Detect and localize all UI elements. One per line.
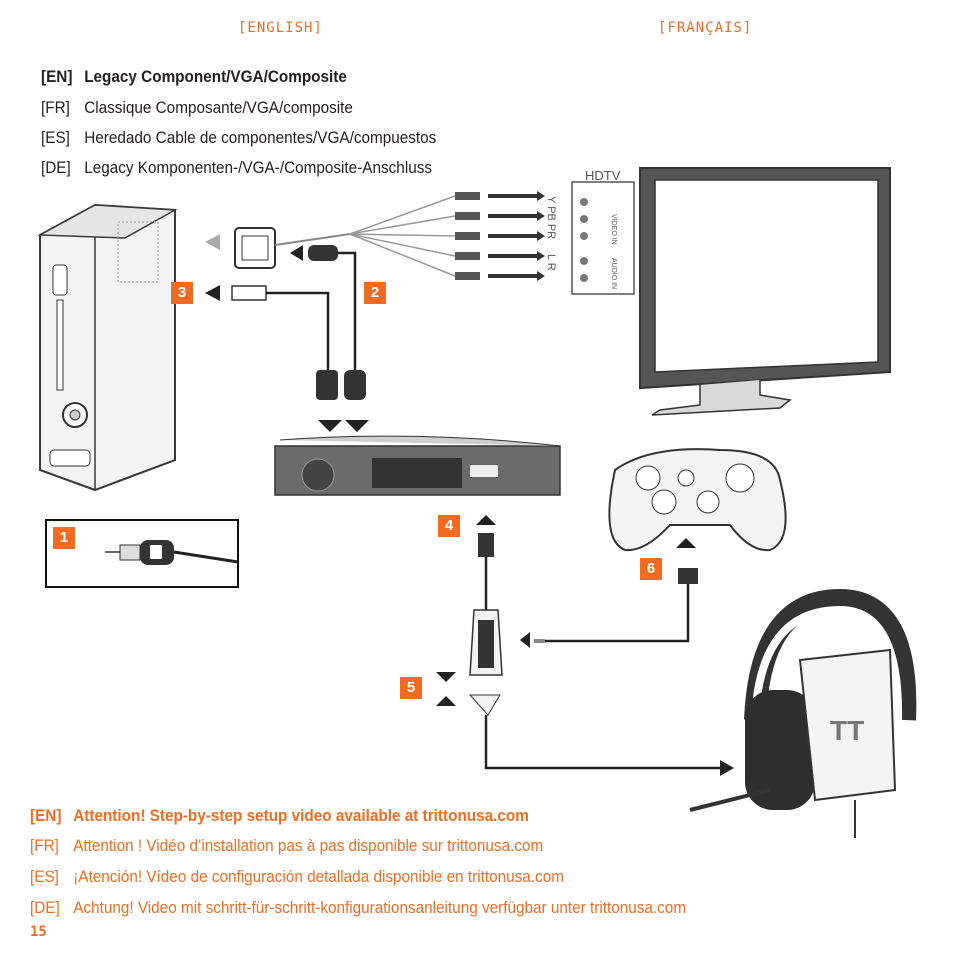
title-line-en: [EN]Legacy Component/VGA/Composite [41, 67, 347, 86]
left-arrow-icon [520, 632, 530, 648]
attention-line-de: [DE]Achtung! Video mit schritt-für-schri… [30, 898, 687, 917]
step-badge-1: 1 [53, 527, 75, 549]
component-cable [205, 191, 545, 281]
header-francais: [FRANÇAIS] [658, 20, 753, 36]
tritton-logo: TT [830, 715, 864, 746]
title-line-de: [DE]Legacy Komponenten-/VGA-/Composite-A… [41, 158, 433, 177]
step-badge-4: 4 [438, 515, 460, 537]
usb-cable [205, 285, 338, 400]
title-line-fr: [FR]Classique Composante/VGA/composite [41, 98, 353, 117]
inline-adapter-illustration [468, 533, 734, 776]
hdtv-label: HDTV [585, 168, 621, 183]
optical-cable [290, 245, 366, 400]
xbox-console-illustration [37, 203, 178, 492]
mixamp-illustration [274, 435, 561, 496]
step-badge-5: 5 [400, 677, 422, 699]
lr-label: L R [545, 254, 557, 271]
audio-in-label: AUDIO IN [610, 258, 617, 289]
step-badge-3: 3 [171, 282, 193, 304]
page-number: 15 [30, 924, 47, 940]
header-english: [ENGLISH] [238, 20, 323, 36]
up-arrow-4-icon [476, 515, 496, 525]
up-arrow-5-icon [436, 696, 456, 706]
controller-illustration [608, 448, 787, 552]
hdtv-illustration [571, 167, 891, 416]
title-line-es: [ES]Heredado Cable de componentes/VGA/co… [41, 128, 437, 147]
up-arrow-6-icon [676, 538, 696, 548]
optical-plug-illustration [105, 540, 239, 565]
attention-line-es: [ES]¡Atención! Vídeo de configuración de… [30, 867, 564, 886]
step-badge-6: 6 [640, 558, 662, 580]
headset-illustration [689, 588, 917, 838]
step-badge-2: 2 [364, 282, 386, 304]
video-in-label: VIDEO IN [610, 214, 617, 245]
down-arrow-5-icon [436, 672, 456, 682]
attention-line-fr: [FR]Attention ! Vidéo d’installation pas… [30, 836, 544, 855]
down-arrows-icon [318, 420, 369, 432]
attention-line-en: [EN]Attention! Step-by-step setup video … [30, 806, 529, 825]
ypbpr-label: Y PB PR [545, 196, 557, 239]
